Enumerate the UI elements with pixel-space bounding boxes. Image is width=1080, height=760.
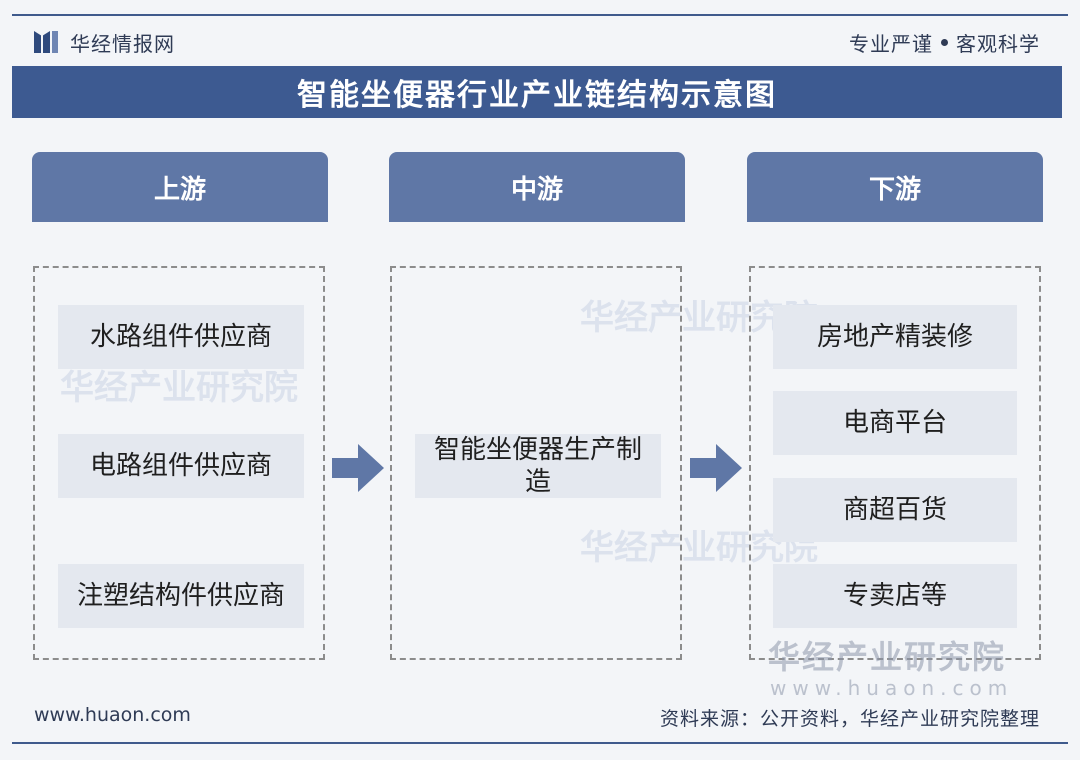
midstream-item: 智能坐便器生产制造 [415, 434, 661, 498]
watermark-url: www.huaon.com [770, 676, 1014, 700]
footer-url: www.huaon.com [34, 704, 191, 726]
downstream-item: 商超百货 [773, 478, 1017, 542]
slogan: 专业严谨 客观科学 [849, 28, 1040, 57]
stage-heading-downstream: 下游 [747, 152, 1043, 222]
stage-heading-midstream: 中游 [389, 152, 685, 222]
footer-source: 资料来源：公开资料，华经产业研究院整理 [659, 708, 1040, 730]
stage-box-downstream [749, 266, 1041, 660]
stage-box-upstream [33, 266, 325, 660]
right-arrow-icon [332, 444, 384, 492]
upstream-item: 注塑结构件供应商 [58, 564, 304, 628]
downstream-item: 电商平台 [773, 391, 1017, 455]
stage-heading-upstream: 上游 [32, 152, 328, 222]
bottom-divider [12, 742, 1068, 744]
bullet-dot-icon [941, 39, 948, 46]
downstream-item: 专卖店等 [773, 564, 1017, 628]
right-arrow-icon [690, 444, 742, 492]
watermark-name: 华经产业研究院 [768, 638, 1007, 676]
upstream-item: 电路组件供应商 [58, 434, 304, 498]
stage-box-midstream [390, 266, 682, 660]
upstream-item: 水路组件供应商 [58, 305, 304, 369]
brand-name: 华经情报网 [70, 31, 175, 56]
slogan-right: 客观科学 [956, 32, 1040, 56]
slogan-left: 专业严谨 [849, 32, 933, 56]
huajing-logo-icon [34, 31, 60, 53]
brand: 华经情报网 [34, 28, 175, 56]
downstream-item: 房地产精装修 [773, 305, 1017, 369]
top-divider [12, 14, 1068, 16]
diagram-title: 智能坐便器行业产业链结构示意图 [12, 66, 1062, 118]
